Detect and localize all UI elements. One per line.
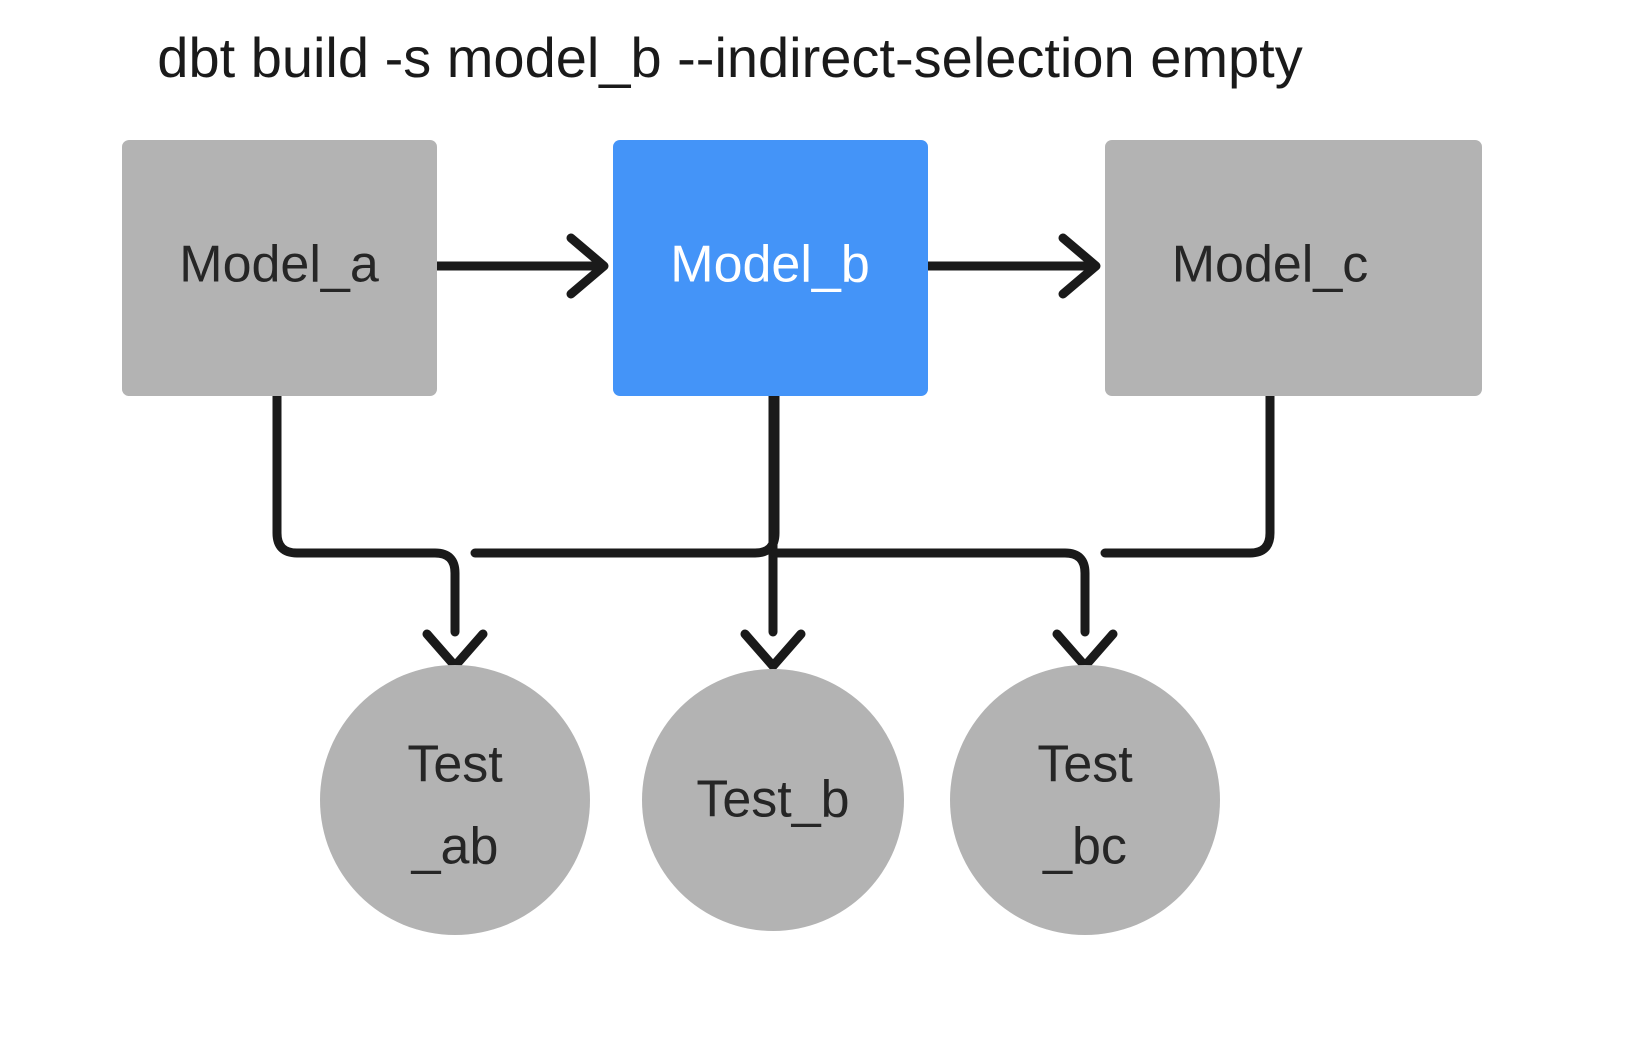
node-test-ab[interactable]: Test _ab — [320, 665, 590, 935]
node-model-b[interactable]: Model_b — [613, 140, 928, 396]
edge-model-a-to-test-ab — [272, 391, 488, 671]
edge-model-c-to-test-bc — [1100, 391, 1275, 558]
node-model-c-label: Model_c — [1172, 236, 1369, 294]
node-model-b-shape[interactable] — [613, 140, 928, 396]
model-nodes: Model_a Model_b Model_c — [122, 140, 1482, 396]
node-model-c[interactable]: Model_c — [1105, 140, 1482, 396]
edge-layer — [272, 233, 1275, 671]
node-test-b-shape[interactable] — [642, 669, 904, 931]
node-test-bc[interactable]: Test _bc — [950, 665, 1220, 935]
node-model-b-label: Model_b — [670, 236, 869, 294]
node-model-a-label: Model_a — [179, 236, 379, 294]
edge-model-b-to-test-b — [740, 391, 806, 671]
node-test-bc-shape[interactable] — [950, 665, 1220, 935]
node-model-a-shape[interactable] — [122, 140, 437, 396]
node-test-b[interactable]: Test_b — [642, 669, 904, 931]
node-model-c-shape[interactable] — [1105, 140, 1482, 396]
edge-model-b-to-model-c — [923, 233, 1101, 299]
edge-model-b-to-test-bc — [770, 548, 1118, 671]
node-test-b-label-line1: Test_b — [696, 771, 849, 829]
edge-model-a-to-model-b — [432, 233, 609, 299]
node-test-bc-label-line1: Test — [1037, 736, 1133, 794]
diagram-title: dbt build -s model_b --indirect-selectio… — [157, 26, 1302, 89]
node-test-ab-shape[interactable] — [320, 665, 590, 935]
node-test-bc-label-line2: _bc — [1042, 818, 1127, 876]
edge-model-b-to-test-ab — [470, 391, 780, 558]
node-test-ab-label-line2: _ab — [411, 818, 499, 876]
test-nodes: Test _ab Test_b Test _bc — [320, 665, 1220, 935]
node-model-a[interactable]: Model_a — [122, 140, 437, 396]
node-test-ab-label-line1: Test — [407, 736, 503, 794]
